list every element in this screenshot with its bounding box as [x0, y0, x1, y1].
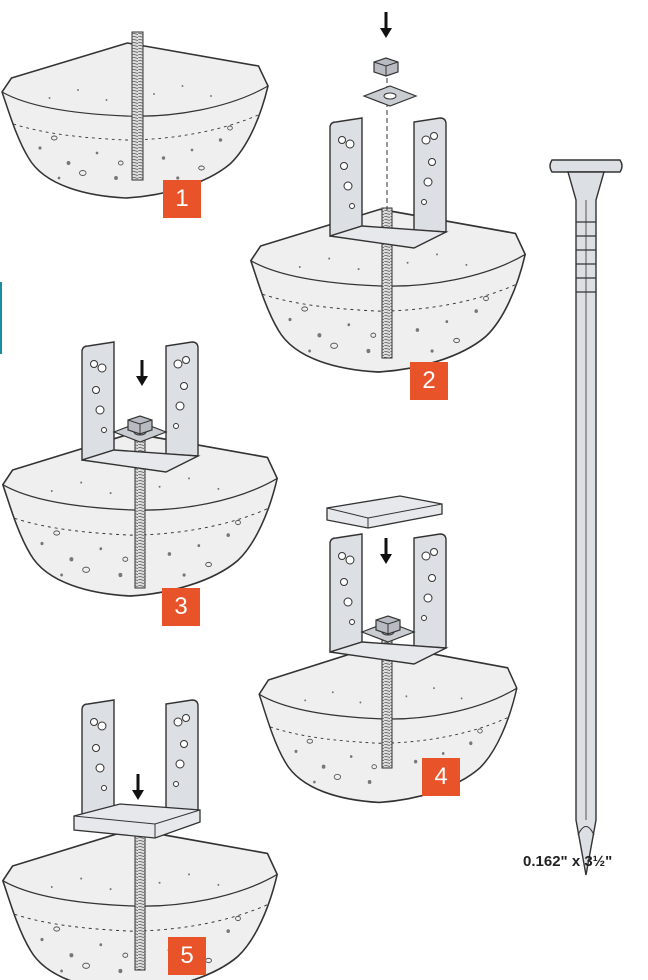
- step-1-illustration: [2, 32, 268, 198]
- step-number-badge: 3: [162, 588, 200, 626]
- step-number-badge: 1: [163, 180, 201, 218]
- step-2-illustration: [251, 12, 525, 372]
- step-4-illustration: [259, 496, 517, 802]
- step-number-badge: 2: [410, 362, 448, 400]
- step-5-illustration: [3, 700, 277, 980]
- step-number-badge: 4: [422, 758, 460, 796]
- nail-size-label: 0.162" x 3½": [523, 853, 648, 870]
- nail-illustration: [550, 160, 622, 875]
- step-number-badge: 5: [168, 937, 206, 975]
- accent-bar: [0, 282, 2, 354]
- step-3-illustration: [3, 342, 277, 596]
